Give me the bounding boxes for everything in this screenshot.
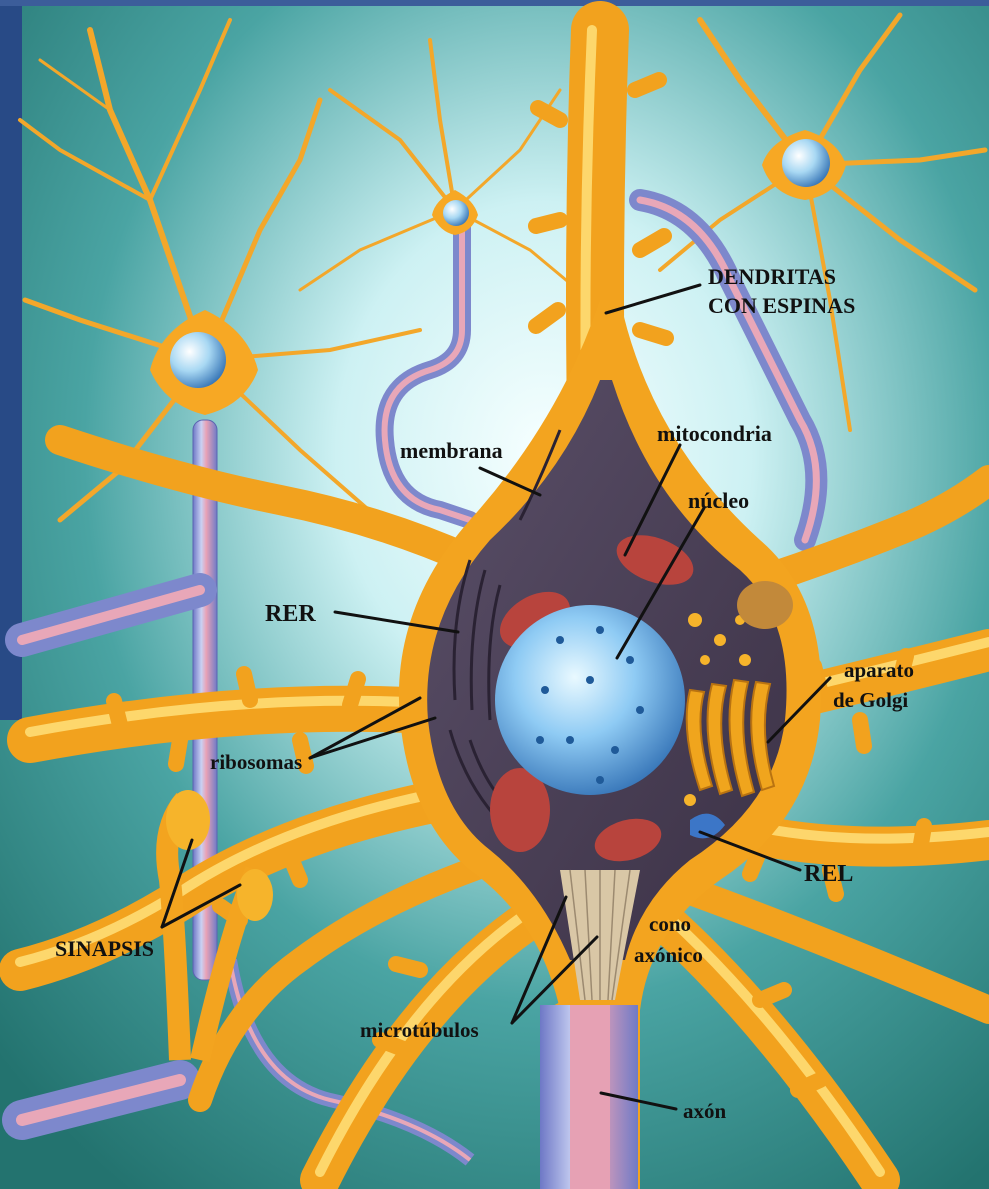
label-ribosomas: ribosomas — [210, 750, 302, 774]
label-microtubulos: microtúbulos — [360, 1018, 479, 1042]
label-axon: axón — [683, 1099, 727, 1123]
label-sinapsis: SINAPSIS — [55, 936, 154, 961]
small-neuron-nucleus — [170, 332, 226, 388]
nucleus — [495, 605, 685, 795]
label-membrana: membrana — [400, 438, 503, 463]
label-cono-line1: cono — [649, 912, 691, 936]
label-rer: RER — [265, 601, 316, 627]
top-blue-band — [0, 0, 989, 6]
synaptic-bouton — [737, 581, 793, 629]
label-aparato-line2: de Golgi — [833, 688, 908, 712]
label-cono-line2: axónico — [634, 943, 703, 967]
label-rel: REL — [804, 861, 853, 887]
label-dendritas-line1: DENDRITAS — [708, 264, 836, 289]
label-nucleo: núcleo — [688, 488, 749, 513]
label-mitocondria: mitocondria — [657, 421, 772, 446]
left-blue-band — [0, 0, 22, 720]
label-aparato-line1: aparato — [844, 658, 914, 682]
label-dendritas-line2: CON ESPINAS — [708, 293, 855, 318]
